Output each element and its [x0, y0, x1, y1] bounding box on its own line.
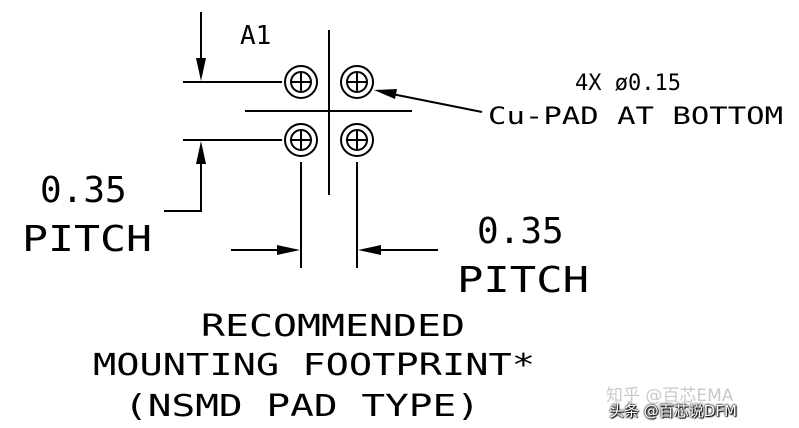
- pad-bottom-left: [284, 123, 318, 157]
- bottom-arrowhead-right: [358, 245, 381, 255]
- pad-bottom-right: [340, 123, 374, 157]
- left-pitch-leader: [164, 162, 202, 212]
- right-pitch-value: 0.35: [477, 211, 564, 252]
- toutiao-watermark: 头条 @百芯说DFM: [609, 402, 737, 420]
- pin-a1-label: A1: [240, 21, 271, 51]
- bottom-arrowhead-left: [277, 245, 300, 255]
- pad-top-right: [340, 65, 374, 99]
- left-pitch-value: 0.35: [40, 170, 127, 211]
- pad-note-cu-pad: Cu-PAD AT BOTTOM: [488, 102, 783, 130]
- caption-mounting-footprint: MOUNTING FOOTPRINT*: [93, 348, 535, 383]
- caption-recommended: RECOMMENDED: [201, 309, 465, 344]
- pad-top-left: [284, 65, 318, 99]
- left-pitch-word: PITCH: [22, 219, 152, 260]
- pad-callout-arrowhead: [374, 89, 397, 99]
- a1-arrowhead: [196, 58, 206, 81]
- pad-callout-leader: [391, 93, 483, 113]
- left-pitch-arrowhead: [196, 141, 206, 164]
- right-pitch-word: PITCH: [457, 260, 589, 301]
- caption-pad-type: (NSMD PAD TYPE): [124, 389, 480, 424]
- pad-note-count-diameter: 4X ø0.15: [575, 71, 681, 96]
- zhihu-watermark: 知乎 @百芯EMA: [606, 386, 734, 406]
